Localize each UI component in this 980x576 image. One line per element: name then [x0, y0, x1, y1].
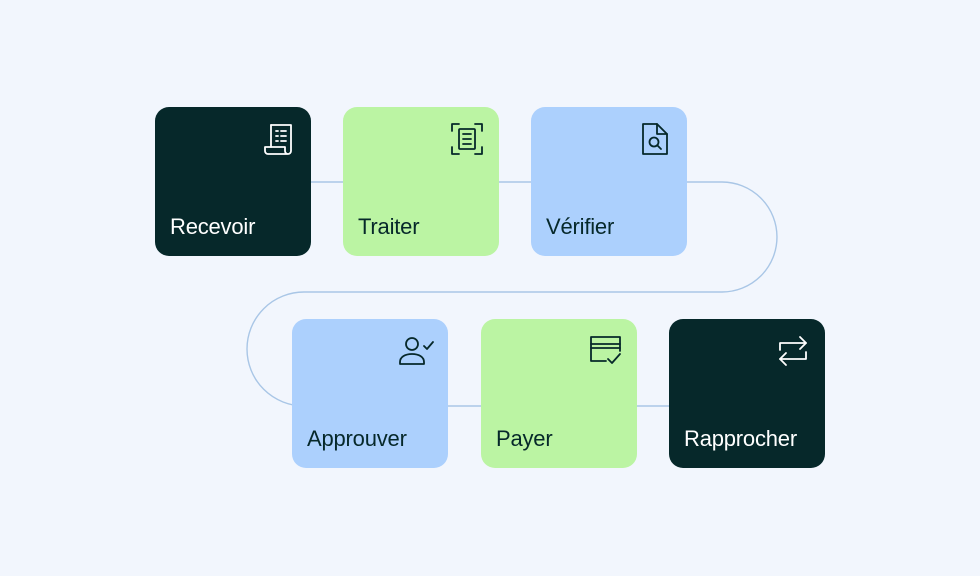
- step-card-receive: Recevoir: [155, 107, 311, 256]
- document-scan-icon: [449, 121, 485, 157]
- step-label: Rapprocher: [684, 426, 797, 451]
- document-search-icon: [637, 121, 673, 157]
- step-label: Payer: [496, 426, 553, 451]
- receipt-icon: [261, 121, 297, 157]
- user-check-icon: [398, 333, 434, 369]
- arrows-exchange-icon: [775, 333, 811, 369]
- step-card-reconcile: Rapprocher: [669, 319, 825, 468]
- credit-card-check-icon: [587, 333, 623, 369]
- step-card-approve: Approuver: [292, 319, 448, 468]
- step-card-verify: Vérifier: [531, 107, 687, 256]
- step-label: Traiter: [358, 214, 420, 239]
- step-label: Approuver: [307, 426, 407, 451]
- step-card-pay: Payer: [481, 319, 637, 468]
- step-card-process: Traiter: [343, 107, 499, 256]
- step-label: Recevoir: [170, 214, 256, 239]
- step-label: Vérifier: [546, 214, 615, 239]
